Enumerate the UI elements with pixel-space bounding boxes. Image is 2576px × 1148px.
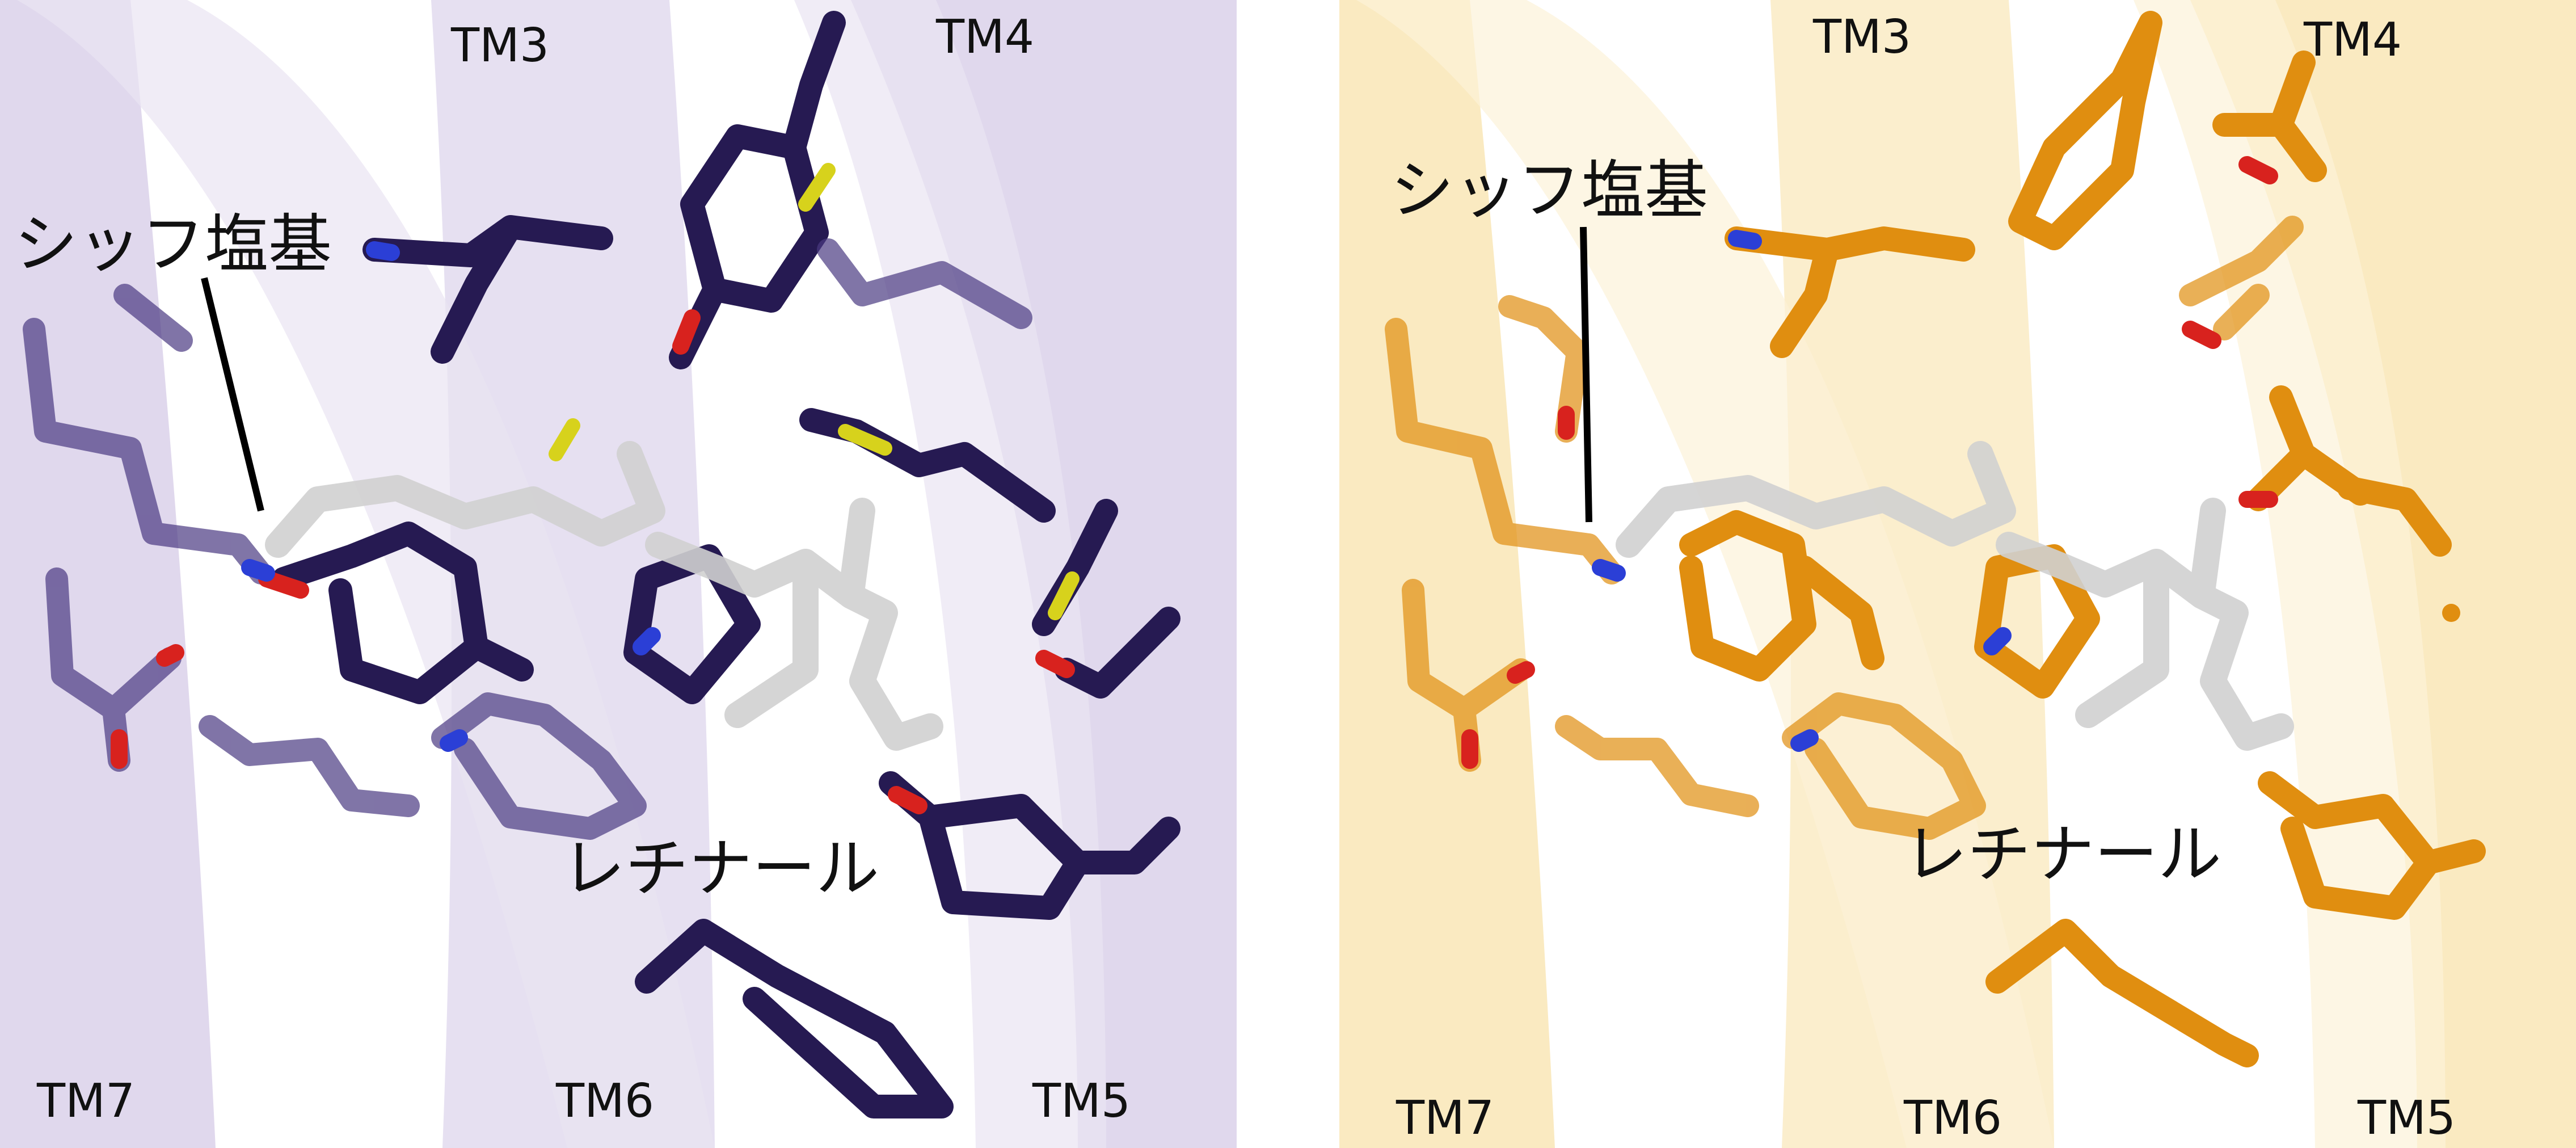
label-tm6: TM6 (1904, 1091, 2002, 1145)
oxygen-2 (2182, 321, 2221, 349)
oxygen-4 (1035, 650, 1075, 678)
sulfur-3 (1048, 571, 1080, 620)
retinal-chain (1616, 441, 2294, 751)
label-tm4: TM4 (2304, 13, 2402, 67)
phe-top (2008, 11, 2162, 250)
sulfur-2 (838, 424, 892, 456)
phe-center (1679, 510, 1884, 682)
nitrogen-2 (1983, 627, 2012, 655)
helix-tm7 (0, 0, 216, 1148)
left-helices (0, 0, 1237, 1148)
sulfur-1 (798, 163, 836, 212)
label-tm3: TM3 (451, 19, 550, 73)
helix-tm4 (2134, 0, 2446, 1148)
ser-upper (1498, 295, 1589, 443)
helix-tm3 (17, 0, 715, 1148)
trp-bottom (635, 919, 954, 1118)
label-tm4: TM4 (936, 10, 1035, 64)
schiff-base-pointer (201, 277, 264, 512)
trp-lower (431, 692, 647, 840)
helix-tm4 (794, 0, 1106, 1148)
helix-tm3 (1356, 0, 2054, 1148)
nitrogen-3 (1790, 729, 1819, 752)
right-residues (1385, 11, 2486, 1067)
label-tm5: TM5 (2358, 1091, 2456, 1145)
nitrogen-1 (241, 559, 275, 582)
nitrogen-4 (1728, 230, 1762, 250)
thr-center (2179, 216, 2304, 340)
trp-top (362, 215, 613, 364)
label-tm3: TM3 (1813, 10, 1912, 64)
schiff-base-pointer (1580, 226, 1592, 523)
thr-top (2212, 51, 2327, 182)
retinal-chain (265, 441, 943, 751)
trp-lower (1782, 692, 1986, 840)
sulfur-4 (549, 418, 580, 461)
tyr-lower (879, 771, 1181, 920)
left-panel: TM3 TM4 TM5 TM6 TM7 シッフ塩基 レチナール (0, 0, 1237, 1148)
thr-left (113, 284, 193, 352)
nitrogen-2 (633, 627, 661, 655)
oxygen-2 (258, 570, 309, 599)
asp-lower (199, 715, 420, 817)
phe-lower (2258, 771, 2486, 920)
label-tm7: TM7 (37, 1074, 136, 1128)
asp-lower (1555, 715, 1759, 817)
helix-tm6 (1770, 0, 2054, 1148)
tyr-center (272, 522, 534, 704)
trp-top (1725, 226, 1975, 358)
oxygen-5 (156, 644, 184, 667)
helix-tm7 (1339, 0, 1555, 1148)
right-structure-render (1339, 0, 2576, 1148)
water-molecule (2442, 604, 2460, 622)
nitrogen-3 (440, 729, 468, 752)
helix-tm6 (431, 0, 715, 1148)
oxygen-1 (672, 309, 701, 355)
label-retinal: レチナール (1904, 818, 2221, 892)
nitrogen-4 (366, 241, 400, 261)
met-upper (817, 238, 1032, 329)
left-residues (23, 11, 1181, 1118)
label-tm5: TM5 (1032, 1074, 1131, 1128)
nitrogen-1 (1592, 559, 1626, 582)
label-tm7: TM7 (1396, 1091, 1495, 1145)
oxygen-3 (888, 786, 927, 814)
right-panel: TM3 TM4 TM5 TM6 TM7 シッフ塩基 レチナール (1339, 0, 2576, 1148)
lys-schiff (23, 318, 272, 584)
phe-bottom (1985, 919, 2259, 1067)
oxygen-5 (1507, 661, 1535, 684)
label-schiff-base: シッフ塩基 (1390, 154, 1708, 228)
lys-schiff (1385, 318, 1623, 584)
label-retinal: レチナール (562, 832, 879, 906)
left-structure-render (0, 0, 1237, 1148)
label-schiff-base: シッフ塩基 (14, 208, 332, 281)
label-tm6: TM6 (556, 1074, 655, 1128)
oxygen-1 (2238, 156, 2278, 184)
